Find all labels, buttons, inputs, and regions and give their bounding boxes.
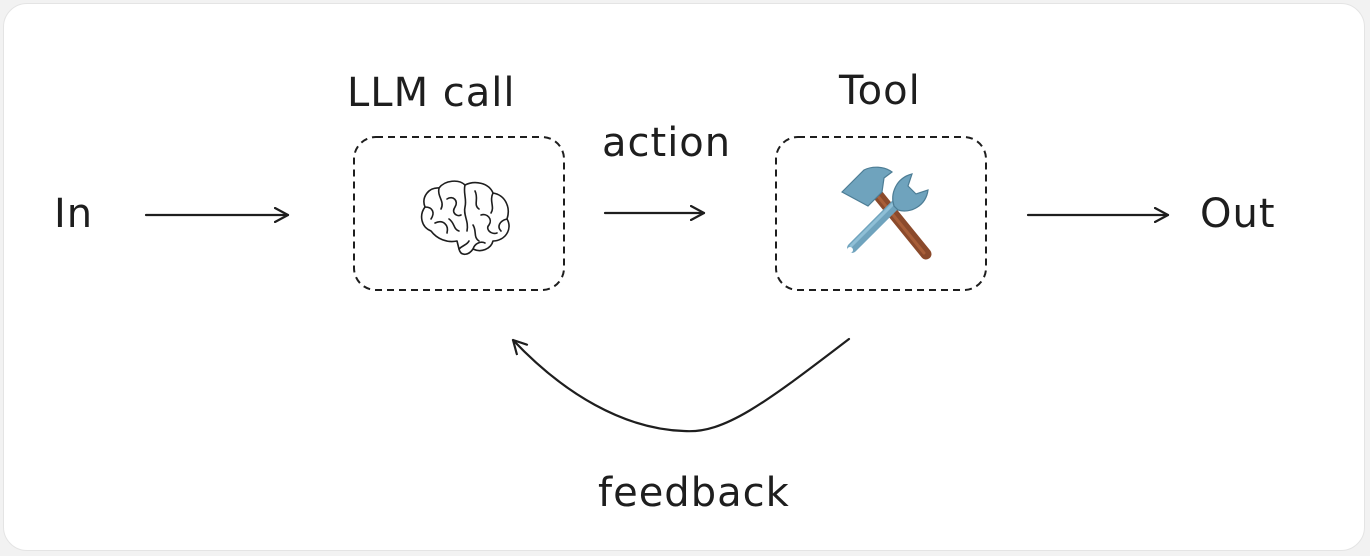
llm-call-title: LLM call — [347, 70, 516, 116]
output-label: Out — [1200, 191, 1276, 237]
llm-call-box — [353, 136, 565, 291]
diagram-graphics — [144, 136, 1170, 433]
diagram-canvas: In LLM call action Tool Out feedback — [3, 3, 1365, 551]
input-label: In — [54, 191, 94, 237]
brain-icon — [420, 180, 510, 256]
hammer-and-wrench-icon — [841, 166, 932, 260]
feedback-label: feedback — [598, 470, 790, 516]
action-label: action — [602, 120, 732, 166]
tool-title: Tool — [839, 68, 921, 114]
feedback-arrow — [511, 337, 851, 433]
tool-box — [775, 136, 987, 291]
